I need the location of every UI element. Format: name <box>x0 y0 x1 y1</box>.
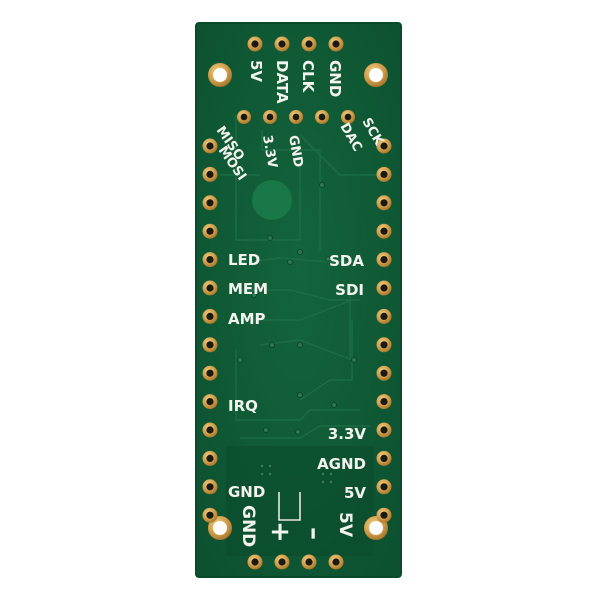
pad-bottom-header-hole <box>332 558 340 566</box>
pad-right-hole <box>380 483 388 491</box>
label-led: LED <box>228 251 260 269</box>
label-sdi: SDI <box>335 281 364 299</box>
pad-right-hole <box>380 199 388 207</box>
pad-inner-row-hole <box>344 113 352 121</box>
label-5v-top: 5V <box>247 60 265 82</box>
label-gnd-bottom: GND <box>238 505 258 547</box>
label-3v3-upper: 3.3V <box>259 134 280 169</box>
pad-left-hole <box>206 142 214 150</box>
pad-left-hole <box>206 284 214 292</box>
label-agnd: AGND <box>317 455 366 473</box>
label-3v3-right: 3.3V <box>328 425 367 443</box>
label-5v-right: 5V <box>344 484 366 502</box>
traces <box>220 115 390 439</box>
pad-right-hole <box>380 454 388 462</box>
pad-inner-row-hole <box>318 113 326 121</box>
label-data: DATA <box>273 60 291 104</box>
pad-left-hole <box>206 199 214 207</box>
right-labels: SDA SDI 3.3V AGND 5V <box>317 252 366 502</box>
label-gnd-upper: GND <box>285 134 305 169</box>
pad-right-hole <box>380 341 388 349</box>
pad-right-hole <box>380 142 388 150</box>
pad-left-hole <box>206 454 214 462</box>
pad-right-hole <box>380 284 388 292</box>
mounting-holes <box>208 63 388 540</box>
pad-left-hole <box>206 170 214 178</box>
pad-inner-row-hole <box>292 113 300 121</box>
pad-left-hole <box>206 511 214 519</box>
label-5v-bottom: 5V <box>335 512 355 538</box>
label-mem: MEM <box>228 280 268 298</box>
silkscreen-outlines <box>278 492 301 521</box>
pad-right-hole <box>380 398 388 406</box>
label-minus: – <box>299 527 329 540</box>
pad-right-hole <box>380 426 388 434</box>
pad-left-hole <box>206 341 214 349</box>
bottom-labels: GND + – 5V <box>238 505 355 547</box>
pad-bottom-header-hole <box>305 558 313 566</box>
label-irq: IRQ <box>228 397 258 415</box>
label-gnd-top: GND <box>326 60 344 97</box>
vias <box>237 182 357 485</box>
solder-pads <box>202 36 392 570</box>
pad-right-hole <box>380 369 388 377</box>
pad-left-hole <box>206 256 214 264</box>
pad-left-hole <box>206 227 214 235</box>
label-amp: AMP <box>228 310 266 328</box>
test-pad-area <box>252 180 292 220</box>
pad-right-hole <box>380 170 388 178</box>
label-sda: SDA <box>329 252 364 270</box>
pad-bottom-header-hole <box>278 558 286 566</box>
pad-right-hole <box>380 256 388 264</box>
pad-top-header-hole <box>278 40 286 48</box>
pad-right-hole <box>380 227 388 235</box>
pad-right-hole <box>380 511 388 519</box>
pad-bottom-header-hole <box>251 558 259 566</box>
pad-inner-row-hole <box>266 113 274 121</box>
pad-left-hole <box>206 483 214 491</box>
pad-left-hole <box>206 398 214 406</box>
pad-inner-row-hole <box>240 113 248 121</box>
left-labels: LED MEM AMP IRQ GND <box>228 251 268 501</box>
pad-top-header-hole <box>305 40 313 48</box>
label-gnd-left: GND <box>228 483 265 501</box>
top-header-labels: 5V DATA CLK GND <box>247 60 344 104</box>
pad-top-header-hole <box>251 40 259 48</box>
label-clk: CLK <box>299 60 317 94</box>
pad-left-hole <box>206 369 214 377</box>
pad-right-hole <box>380 312 388 320</box>
pad-top-header-hole <box>332 40 340 48</box>
pad-left-hole <box>206 426 214 434</box>
label-plus: + <box>269 517 291 547</box>
pad-left-hole <box>206 312 214 320</box>
